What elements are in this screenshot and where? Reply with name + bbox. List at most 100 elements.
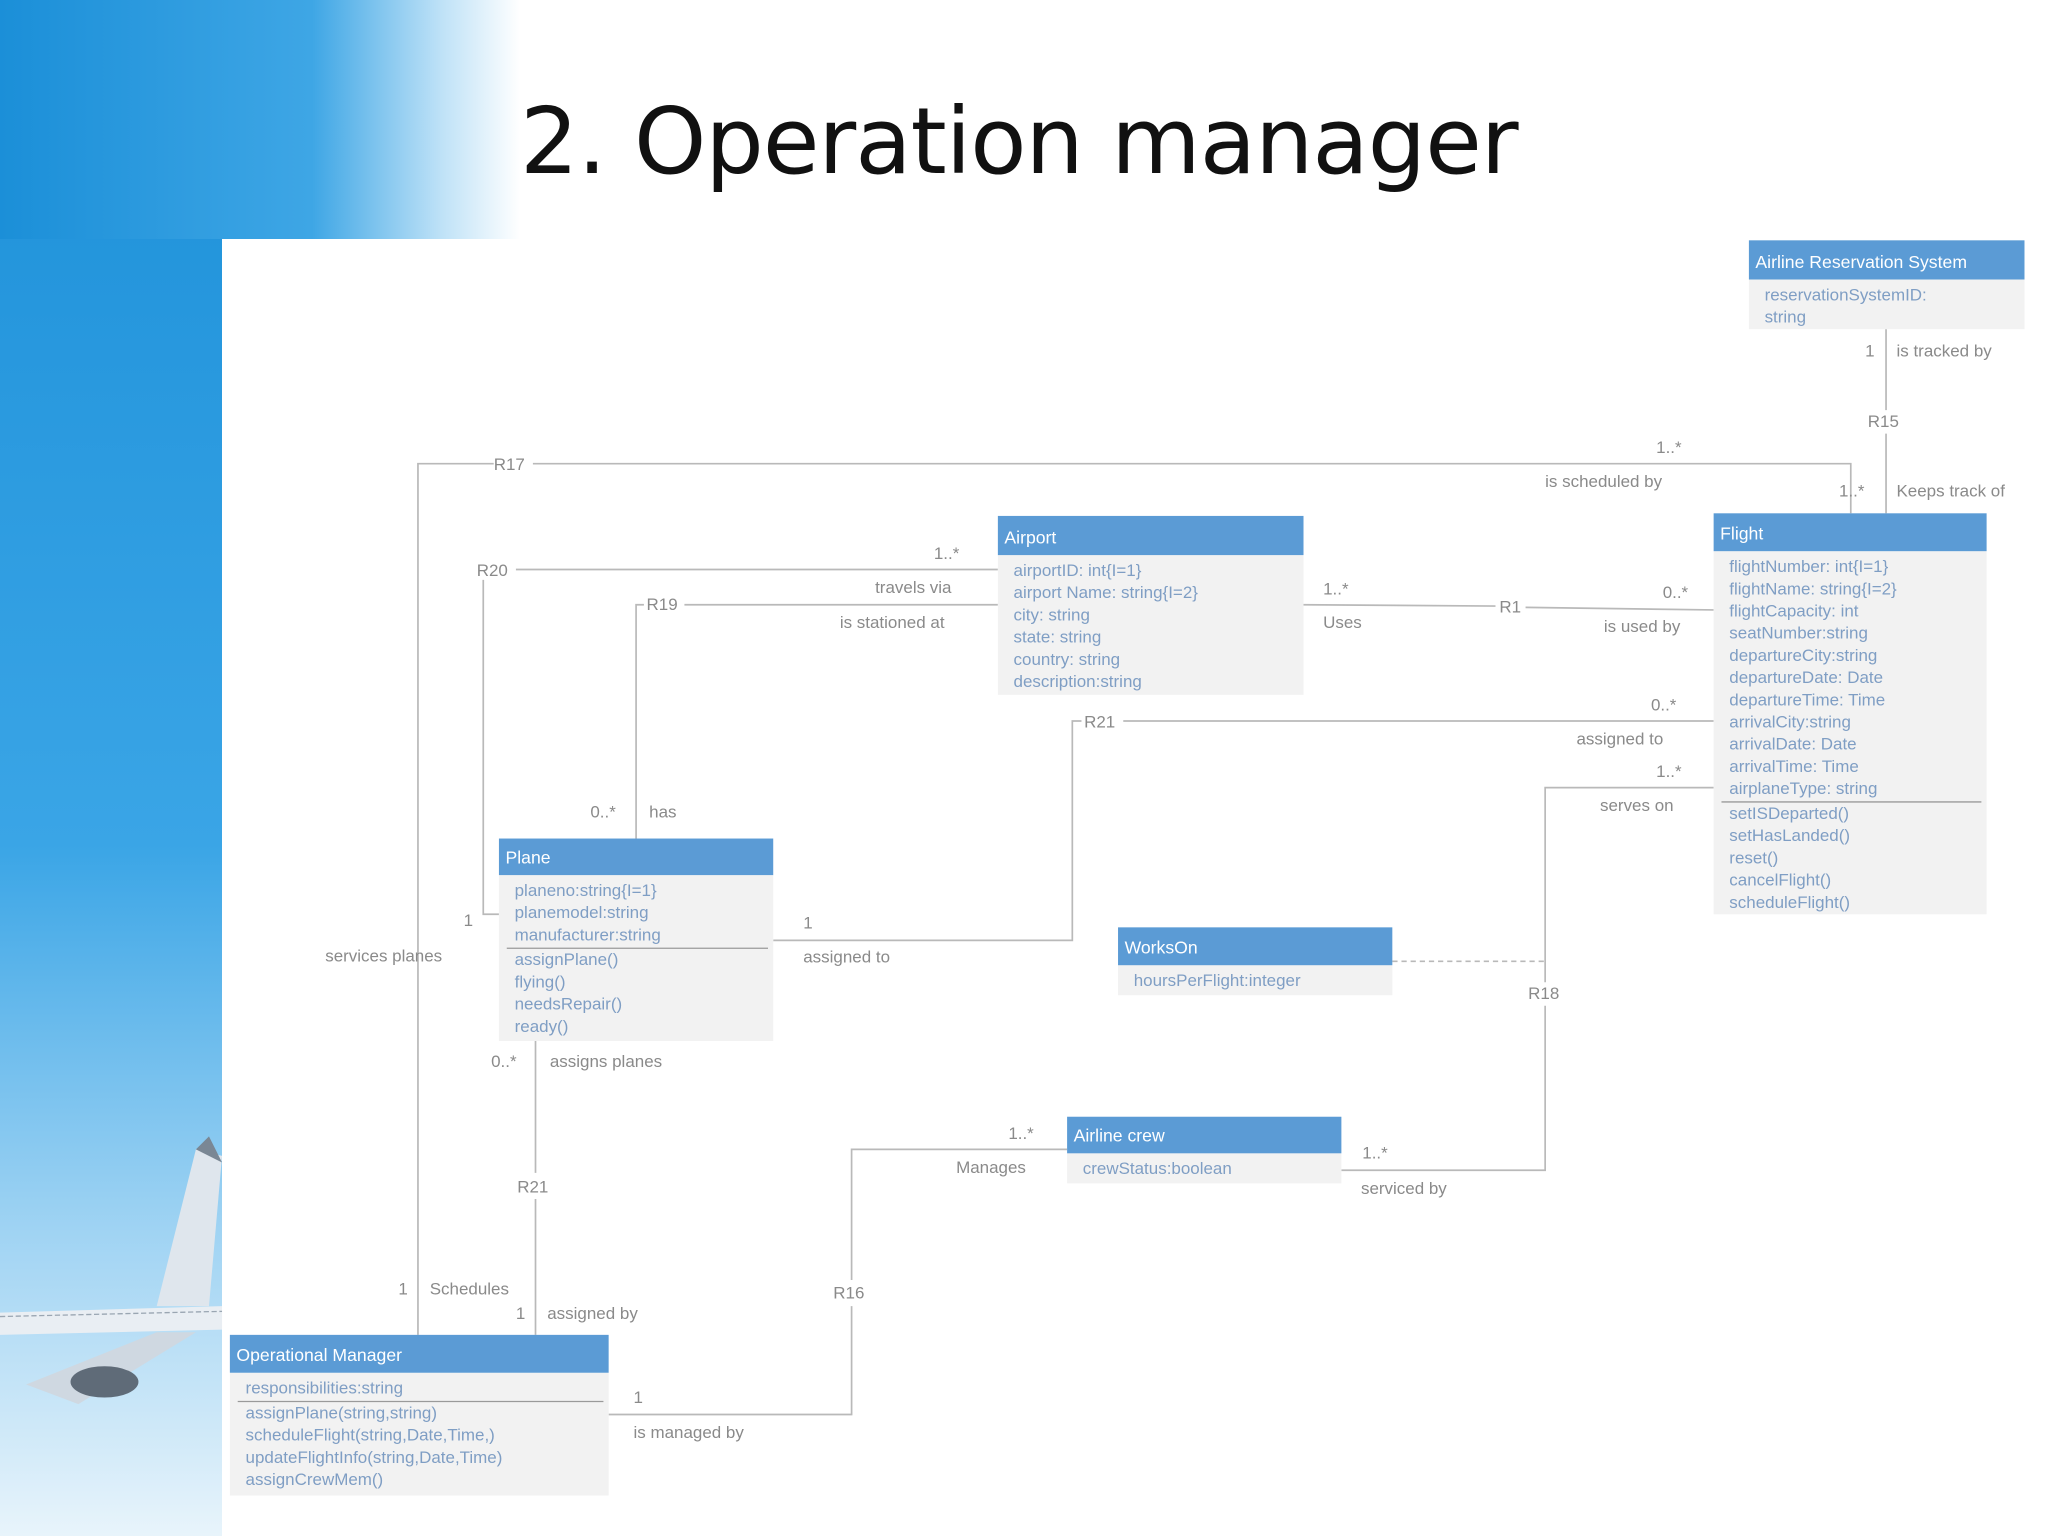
class-attribute: crewStatus:boolean <box>1083 1159 1232 1178</box>
class-flight[interactable]: Flight flightNumber: int{I=1} flightName: … <box>1713 513 1987 915</box>
class-name: Airline crew <box>1074 1126 1165 1146</box>
assoc-line-R1 <box>1303 603 1496 607</box>
assoc-line-R16 <box>850 1148 1068 1280</box>
association-label-R20: 1 <box>464 911 473 930</box>
class-method: scheduleFlight(string,Date,Time,) <box>246 1426 495 1445</box>
class-attribute: flightCapacity: int <box>1729 601 1858 620</box>
class-body <box>1748 279 2025 330</box>
class-attribute: seatNumber:string <box>1729 624 1868 643</box>
class-body <box>229 1372 609 1496</box>
assoc-line-R21-top <box>773 720 1082 942</box>
assoc-line-R1 <box>1525 606 1714 611</box>
association-label-R21a: assigned to <box>1576 729 1663 748</box>
class-boxes: Airline Reservation System reservationSys… <box>229 240 2025 1496</box>
association-label-R17: R17 <box>494 455 525 474</box>
association-label-R15: 1..* <box>1839 481 1865 500</box>
class-attribute: description:string <box>1014 672 1142 691</box>
class-name: Airport <box>1004 527 1056 547</box>
class-method: flying() <box>515 972 566 991</box>
class-header <box>1067 1116 1342 1154</box>
class-attribute: flightName: string{I=2} <box>1729 579 1897 598</box>
class-body <box>997 555 1304 695</box>
class-attribute: arrivalCity:string <box>1729 713 1851 732</box>
class-method: updateFlightInfo(string,Date,Time) <box>246 1448 503 1467</box>
class-om[interactable]: Operational Managerresponsibilities:stri… <box>229 1334 609 1496</box>
class-body <box>1713 551 1987 915</box>
class-header <box>229 1334 609 1373</box>
association-label-R15: is tracked by <box>1896 342 1992 361</box>
association-label-R18: R18 <box>1528 984 1559 1003</box>
association-label-R21b: 1 <box>516 1304 525 1323</box>
class-method: setISDeparted() <box>1729 804 1849 823</box>
class-attribute: state: string <box>1014 628 1102 647</box>
association-label-R19: is stationed at <box>840 613 945 632</box>
class-method: reset() <box>1729 848 1778 867</box>
class-header <box>1118 927 1393 966</box>
association-label-R15: Keeps track of <box>1896 481 2005 500</box>
association-label-R21a: R21 <box>1084 713 1115 732</box>
assoc-line-R18 <box>1544 786 1714 983</box>
class-attribute: planemodel:string <box>515 903 649 922</box>
class-attribute: airplaneType: string <box>1729 779 1877 798</box>
association-label-R1: Uses <box>1323 613 1362 632</box>
association-label-R18: serves on <box>1600 796 1674 815</box>
class-attribute: departureTime: Time <box>1729 690 1885 709</box>
association-label-R17: 1 <box>398 1279 407 1298</box>
association-label-R19: has <box>649 803 676 822</box>
association-label-R1: 1..* <box>1323 579 1349 598</box>
class-crew[interactable]: Airline crew crewStatus:boolean <box>1067 1116 1342 1184</box>
association-label-R21b: assigned by <box>547 1304 638 1323</box>
class-attribute: manufacturer:string <box>515 925 661 944</box>
association-label-R20: travels via <box>875 578 952 597</box>
class-header <box>1713 513 1987 552</box>
class-attribute: arrivalDate: Date <box>1729 735 1856 754</box>
association-label-R21a: 0..* <box>1651 696 1677 715</box>
association-lines <box>417 329 1887 1416</box>
association-label-R16: 1..* <box>1008 1124 1034 1143</box>
class-header <box>498 838 774 876</box>
class-method: assignPlane() <box>515 950 619 969</box>
class-body <box>1067 1153 1342 1184</box>
class-method: assignPlane(string,string) <box>246 1403 437 1422</box>
class-ars[interactable]: Airline Reservation System reservationSys… <box>1748 240 2025 330</box>
class-name: Plane <box>505 847 550 867</box>
class-attribute: airportID: int{I=1} <box>1014 561 1142 580</box>
assoc-line-R20 <box>482 579 499 916</box>
class-name: Flight <box>1720 523 1763 543</box>
association-label-R19: 0..* <box>590 803 616 822</box>
association-label-R15: R15 <box>1868 412 1899 431</box>
class-method: ready() <box>515 1017 569 1036</box>
association-label-R19: R19 <box>647 595 678 614</box>
class-name: Airline Reservation System <box>1755 252 1967 272</box>
class-attribute: flightNumber: int{I=1} <box>1729 557 1888 576</box>
class-method: cancelFlight() <box>1729 871 1831 890</box>
class-method: assignCrewMem() <box>246 1470 384 1489</box>
class-attribute: planeno:string{I=1} <box>515 881 657 900</box>
association-label-R17: Schedules <box>430 1279 509 1298</box>
association-label-R18: serviced by <box>1361 1179 1447 1198</box>
association-label-R20: 1..* <box>934 544 960 563</box>
association-label-R16: 1 <box>633 1388 642 1407</box>
class-attribute: arrivalTime: Time <box>1729 757 1858 776</box>
class-header <box>997 515 1304 556</box>
class-attribute: string <box>1765 308 1807 327</box>
assoc-line-R16 <box>608 1306 853 1416</box>
assoc-line-R19 <box>635 603 644 839</box>
class-attribute: city: string <box>1014 605 1090 624</box>
assoc-line-R18 <box>1341 1005 1546 1172</box>
slide-title: 2. Operation manager <box>520 88 1519 195</box>
class-name: WorksOn <box>1125 937 1198 957</box>
class-plane[interactable]: Plane planeno:string{I=1} planemodel:strin… <box>498 838 774 1041</box>
association-label-R17: 1..* <box>1656 438 1682 457</box>
association-label-R21b: assigns planes <box>550 1052 662 1071</box>
class-attribute: reservationSystemID: <box>1765 285 1927 304</box>
association-label-R1: is used by <box>1604 617 1681 636</box>
class-attribute: departureDate: Date <box>1729 668 1883 687</box>
assoc-line-R17 <box>532 462 1852 514</box>
class-name: Operational Manager <box>236 1345 402 1365</box>
association-label-R20: services planes <box>325 946 442 965</box>
association-label-R1: 0..* <box>1663 583 1689 602</box>
